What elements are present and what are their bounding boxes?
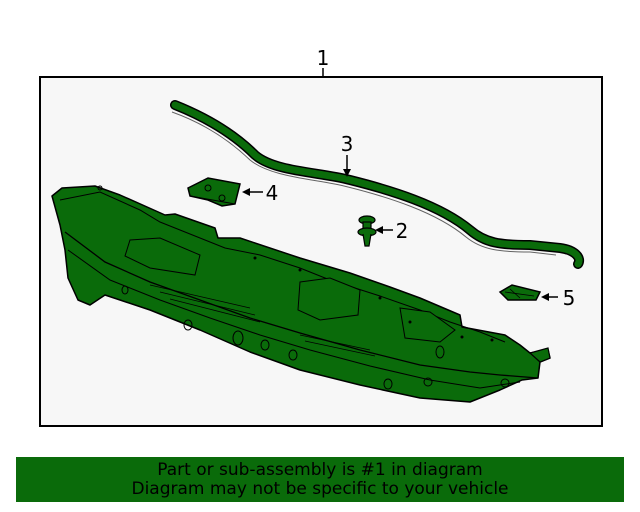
callout-5-label[interactable]: 5 <box>563 286 576 310</box>
parts-diagram: 1 3 4 2 5 <box>39 46 603 427</box>
banner-line-2: Diagram may not be specific to your vehi… <box>131 478 509 499</box>
info-banner: Part or sub-assembly is #1 in diagram Di… <box>16 457 624 502</box>
callout-2-label[interactable]: 2 <box>396 219 409 243</box>
callout-1-label[interactable]: 1 <box>317 46 330 70</box>
callout-3-arrowhead <box>343 169 351 177</box>
right-bracket[interactable] <box>498 284 542 301</box>
callout-3-label[interactable]: 3 <box>341 132 354 156</box>
reinforcement-bar[interactable] <box>170 100 584 269</box>
banner-line-1: Part or sub-assembly is #1 in diagram <box>157 459 483 480</box>
callout-5-arrowhead <box>541 293 549 301</box>
callout-4-arrowhead <box>242 188 250 196</box>
splash-shield-assembly[interactable] <box>51 185 551 403</box>
callout-2-arrowhead <box>375 226 383 234</box>
callout-4-label[interactable]: 4 <box>266 181 279 205</box>
clip[interactable] <box>357 215 377 247</box>
left-bracket[interactable] <box>187 177 241 207</box>
